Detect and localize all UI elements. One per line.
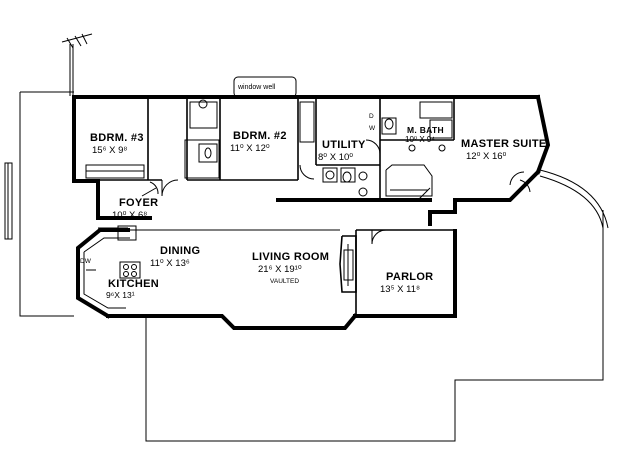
mbath-dims: 10⁰ X 9⁴: [405, 135, 435, 144]
foyer-dims: 10⁰ X 6⁸: [112, 210, 147, 221]
bdrm3-dims: 15⁶ X 9⁸: [92, 145, 127, 156]
foyer-name: FOYER: [119, 197, 158, 209]
dishwasher-label: DW: [80, 258, 92, 265]
closets: [85, 101, 433, 197]
kitchen-counters: [83, 225, 141, 309]
dryer-label: D: [369, 113, 374, 120]
plumbing-fixtures: [198, 99, 453, 197]
living-note: VAULTED: [270, 278, 299, 285]
master-name: MASTER SUITE: [461, 138, 547, 150]
kitchen-dims: 9⁶X 13¹: [106, 290, 135, 300]
window-well: window well: [233, 76, 297, 98]
living-name: LIVING ROOM: [252, 251, 329, 263]
doors: [97, 139, 531, 245]
bdrm2-name: BDRM. #2: [233, 130, 287, 142]
kitchen-name: KITCHEN: [108, 278, 159, 290]
washer-label: W: [369, 125, 376, 132]
antenna: [61, 33, 93, 96]
fireplace: [339, 235, 357, 293]
dining-name: DINING: [160, 245, 200, 257]
utility-name: UTILITY: [322, 139, 366, 151]
parlor-dims: 13⁵ X 11⁸: [380, 284, 420, 295]
deck-outline: [4, 91, 609, 442]
utility-dims: 8⁰ X 10⁰: [318, 152, 353, 163]
master-dims: 12⁰ X 16⁰: [466, 151, 507, 162]
mbath-name: M. BATH: [407, 125, 444, 135]
window-well-label: window well: [237, 84, 276, 91]
bdrm3-name: BDRM. #3: [90, 132, 144, 144]
parlor-name: PARLOR: [386, 271, 433, 283]
cooktop: [119, 261, 141, 279]
dining-dims: 11⁰ X 13⁶: [150, 258, 190, 269]
living-dims: 21⁶ X 19¹⁰: [258, 264, 302, 275]
exterior-walls: [72, 94, 551, 330]
bdrm2-dims: 11⁰ X 12⁰: [230, 143, 270, 154]
